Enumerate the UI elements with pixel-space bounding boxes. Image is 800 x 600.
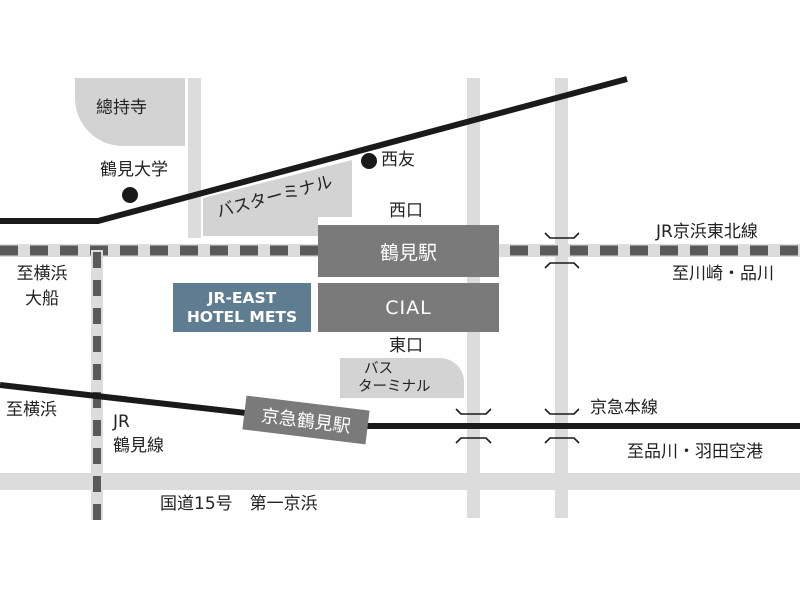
bridge-keikyu-center [455, 408, 492, 444]
to-shinagawa-haneda-label: 至品川・羽田空港 [627, 442, 763, 462]
jr-tsurumi-line-label: JR 鶴見線 [113, 412, 164, 458]
hotel-mets-label-box: JR-EAST HOTEL METS [173, 283, 311, 332]
east-exit-label: 東口 [389, 336, 423, 356]
bus-terminal-west-area [203, 160, 352, 236]
keikyu-main-line-label: 京急本線 [590, 398, 658, 418]
cial-box [318, 283, 499, 332]
bus-terminal-east-area [340, 358, 464, 398]
tsurumi-station-box [318, 225, 499, 277]
to-kawasaki-shinagawa-label: 至川崎・品川 [672, 264, 774, 284]
tsurumi-station-label-box: 鶴見駅 [318, 225, 499, 277]
upper-road [0, 76, 628, 224]
jr-tsurumi-line-line2: 鶴見線 [113, 436, 164, 457]
keikyu-tsurumi-station: 京急鶴見駅 [242, 395, 370, 445]
bus-terminal-east-line2: ターミナル [358, 379, 431, 395]
cial-label-box: CIAL [318, 283, 499, 332]
soujiji-label: 總持寺 [96, 98, 147, 118]
tsurumi-station-label: 鶴見駅 [379, 241, 437, 264]
road-vertical-right [555, 78, 568, 518]
hotel-mets-box [173, 283, 311, 332]
bridge-keikyu-right [544, 408, 580, 444]
route15-label: 国道15号 第一京浜 [160, 494, 318, 514]
bus-terminal-east-label: バス ターミナル [358, 360, 431, 396]
to-yokohama-label: 至横浜 [6, 400, 57, 420]
road-route15 [0, 473, 800, 490]
west-exit-label: 西口 [389, 201, 423, 221]
hotel-mets-line2: HOTEL METS [186, 307, 298, 326]
to-yokohama-ofuna-line1: 至横浜 [16, 264, 68, 284]
tsurumi-univ-label: 鶴見大学 [100, 160, 168, 180]
nishitomo-marker [361, 153, 377, 169]
bridge-jr-right [544, 232, 580, 269]
bus-terminal-east-line1: バス [364, 361, 393, 377]
tsurumi-univ-marker [122, 187, 138, 203]
jr-keihin-tohoku-label: JR京浜東北線 [656, 222, 758, 242]
to-yokohama-ofuna-line2: 大船 [25, 289, 59, 310]
nishitomo-label: 西友 [381, 150, 415, 170]
to-yokohama-ofuna-label: 至横浜 大船 [6, 264, 78, 311]
hotel-mets-line1: JR-EAST [207, 288, 277, 307]
road-vertical-left [188, 78, 201, 238]
cial-label: CIAL [385, 296, 432, 319]
jr-tsurumi-line-line1: JR [113, 412, 130, 432]
soujiji-area [75, 78, 185, 146]
